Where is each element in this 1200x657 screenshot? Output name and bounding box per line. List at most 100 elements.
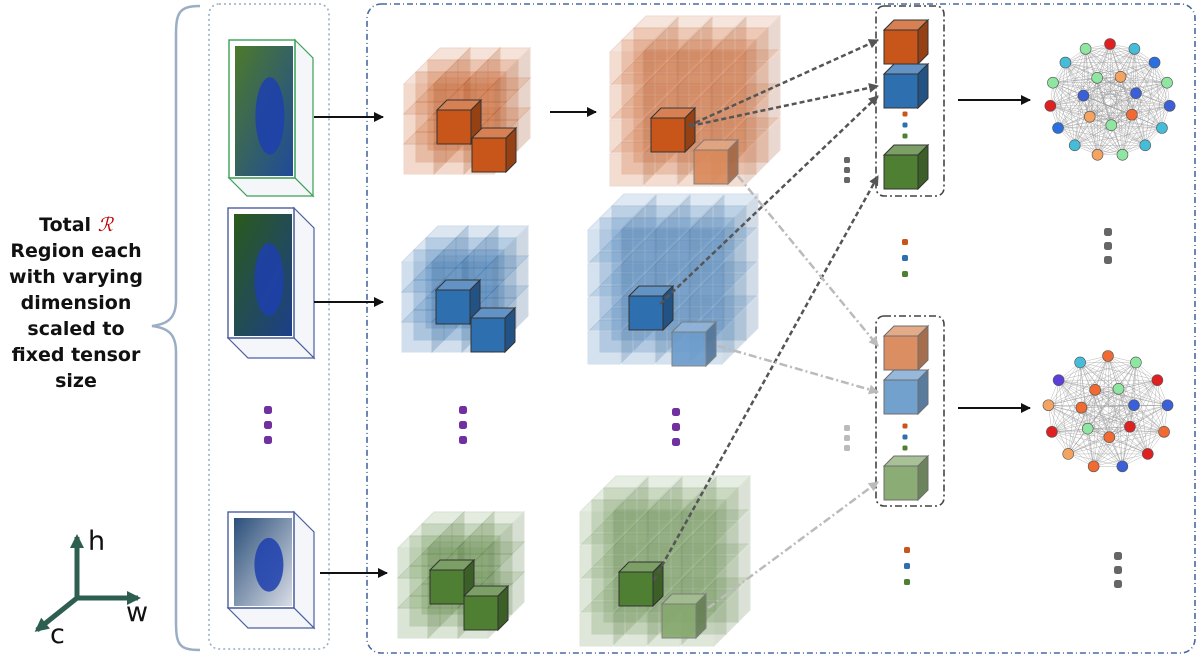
graph-node — [1052, 122, 1064, 134]
selected-cube-orange-1b — [470, 126, 518, 174]
label-region-symbol: ℛ — [97, 214, 113, 236]
arrow-dashed-selected-2 — [689, 82, 879, 128]
graph-node — [1091, 72, 1103, 84]
ellipsis-mid-colored — [902, 239, 908, 277]
graph-node — [1112, 382, 1125, 395]
selected-cube-green-1b — [462, 584, 510, 632]
label-line-4: dimension — [20, 292, 132, 314]
graph-node — [1128, 43, 1141, 55]
label-total: Total — [39, 214, 92, 236]
graph-node — [1081, 422, 1094, 435]
parrot-crop-icon — [227, 38, 315, 198]
selected-cube-blue-2 — [627, 284, 675, 332]
axis-w-label: w — [126, 597, 149, 628]
graph-node — [1047, 76, 1059, 89]
bird-on-ledge-icon — [226, 510, 316, 630]
graph-node — [1141, 448, 1154, 460]
label-line-7: size — [55, 370, 97, 392]
graph-node — [1059, 56, 1072, 69]
input-images — [226, 38, 316, 630]
input-images-frame — [208, 3, 330, 650]
graph-node — [1158, 426, 1170, 438]
box-cube-blue-pruned — [882, 368, 930, 416]
graph-node — [1161, 76, 1173, 89]
processing-frame — [366, 3, 1196, 654]
graph-node — [1091, 148, 1104, 161]
label-line-5: scaled to — [27, 318, 125, 340]
graph-node — [1062, 448, 1075, 460]
graph-node — [1148, 56, 1161, 69]
graph-node — [1139, 139, 1152, 152]
box-cube-green — [882, 143, 930, 191]
graph-node — [1163, 100, 1176, 112]
graph-node — [1052, 374, 1065, 386]
selected-cube-orange-2 — [649, 106, 697, 154]
graph-node — [1068, 139, 1081, 152]
ellipsis-boxes-bottom — [844, 425, 850, 451]
pruned-cube-green — [660, 592, 708, 640]
ellipsis-bottom-colored — [904, 547, 910, 585]
graph-node — [1126, 108, 1138, 121]
graph-node — [1083, 110, 1096, 123]
ellipsis-grid-2 — [672, 408, 680, 446]
curly-brace — [151, 4, 201, 652]
label-line-6: fixed tensor — [11, 344, 141, 366]
graph-node — [1079, 43, 1092, 55]
graph-node — [1130, 356, 1142, 369]
graph-node — [1074, 356, 1086, 369]
label-line-2: Region each — [10, 240, 142, 262]
graph-node — [1087, 460, 1100, 473]
graph-node — [1104, 38, 1116, 50]
axis-h-label: h — [88, 526, 106, 557]
box-cube-orange-pruned — [882, 324, 930, 372]
graph-node — [1046, 426, 1058, 438]
graph-node — [1130, 87, 1142, 100]
graph-node — [1124, 420, 1136, 433]
arrow-dashed-selected-3 — [659, 95, 879, 305]
box-cube-blue — [882, 62, 930, 110]
graph-node — [1105, 119, 1118, 131]
graph-node — [1156, 122, 1168, 134]
selection-box-top — [875, 5, 945, 197]
ellipsis-graphs-mid — [1104, 228, 1112, 264]
cube-grid-orange-2 — [608, 14, 782, 188]
ellipsis-in-box-bottom — [902, 423, 908, 451]
selected-cube-blue-1b — [469, 306, 517, 354]
ellipsis-graphs-bottom — [1114, 552, 1122, 588]
label-line-3: with varying — [9, 266, 143, 288]
graph-node — [1151, 374, 1164, 386]
parrot-closeup-icon — [226, 206, 316, 360]
ellipsis-boxes-top — [844, 157, 850, 183]
ellipsis-grid-1 — [459, 406, 467, 444]
arrow-dashdot-pruned-3 — [707, 480, 879, 610]
graph-node — [1116, 148, 1129, 161]
selected-cube-blue-1a — [434, 278, 482, 326]
graph-node — [1075, 401, 1088, 414]
axis-c-label: c — [50, 619, 65, 650]
ellipsis-images — [264, 406, 272, 444]
graph-node — [1102, 350, 1114, 362]
selection-box-bottom — [875, 315, 945, 507]
graph-node — [1042, 399, 1055, 412]
arrow-dashdot-pruned-2 — [717, 344, 879, 395]
arrow-dashdot-pruned-1 — [737, 175, 879, 347]
graph-node — [1114, 70, 1127, 83]
pruned-cube-orange — [692, 138, 740, 186]
pruned-cube-blue — [670, 320, 718, 368]
regions-description: Total ℛ Region each with varying dimensi… — [0, 212, 152, 394]
selected-cube-green-2 — [617, 560, 665, 608]
graph-node-cluster-top — [1044, 38, 1176, 161]
graph-node — [1161, 399, 1174, 412]
axes-icon — [34, 534, 141, 632]
graph-node — [1128, 399, 1140, 412]
arrow-dashed-selected-4 — [652, 175, 880, 581]
arrow-dashed-selected-1 — [687, 38, 879, 128]
box-cube-orange — [882, 18, 930, 66]
graph-node — [1116, 460, 1129, 473]
graph-node — [1089, 384, 1101, 396]
ellipsis-in-box-top — [902, 111, 908, 139]
graph-node — [1077, 89, 1090, 102]
graph-node-cluster-bottom — [1042, 350, 1174, 473]
box-cube-green-pruned — [882, 454, 930, 502]
